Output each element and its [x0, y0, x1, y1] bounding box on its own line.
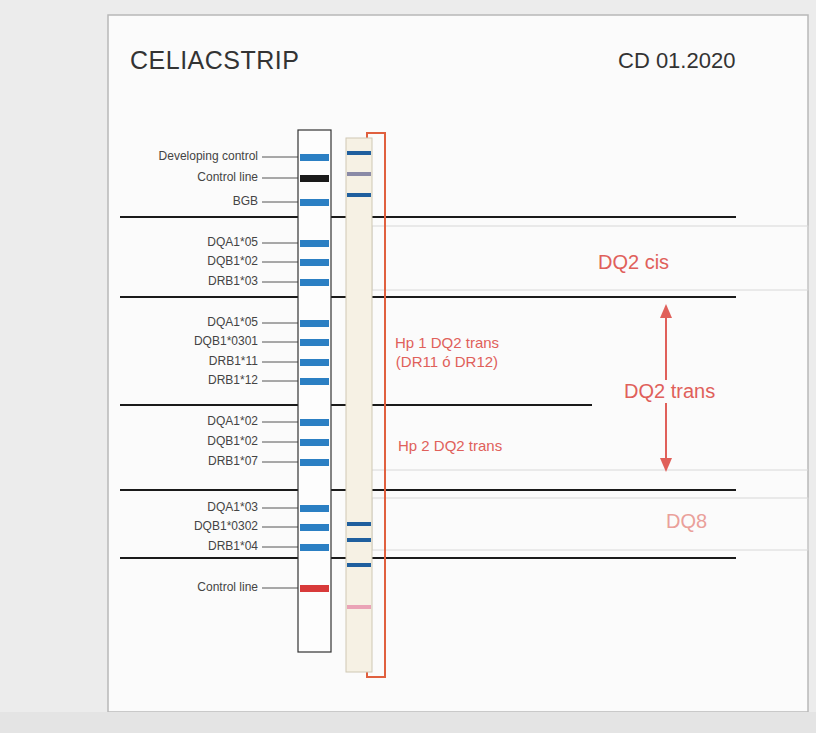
code-label: CD 01.2020	[618, 48, 735, 74]
band-name: DQA1*05	[100, 235, 258, 250]
title: CELIACSTRIP	[130, 46, 299, 75]
leader-lines	[262, 157, 298, 588]
band-name: DQB1*02	[100, 434, 258, 449]
band-name: DQA1*02	[100, 414, 258, 429]
template-outline	[372, 226, 808, 550]
band-name: Developing control	[100, 149, 258, 164]
band-name: BGB	[100, 194, 258, 209]
band-name: DQB1*02	[100, 254, 258, 269]
group-label: DQ8	[666, 510, 707, 533]
test-strip	[346, 138, 372, 672]
band-name: DQB1*0302	[100, 519, 258, 534]
strip-bands	[347, 151, 371, 609]
group-label: DQ2 trans	[622, 380, 717, 403]
band-name: DRB1*04	[100, 539, 258, 554]
band-name: DQA1*05	[100, 315, 258, 330]
table-ground	[0, 712, 816, 733]
reference-control-band	[300, 175, 329, 182]
group-label: DQ2 cis	[598, 251, 669, 274]
band-name: Control line	[100, 580, 258, 595]
band-name: DRB1*12	[100, 373, 258, 388]
band-name: DRB1*07	[100, 454, 258, 469]
group-label: Hp 1 DQ2 trans (DR11 ó DR12)	[386, 333, 508, 371]
band-name: DQA1*03	[100, 500, 258, 515]
band-name: DRB1*11	[100, 354, 258, 369]
reference-control-band	[300, 585, 329, 592]
group-label: Hp 2 DQ2 trans	[398, 437, 502, 454]
band-name: DQB1*0301	[100, 334, 258, 349]
reference-column	[298, 130, 331, 652]
band-name: DRB1*03	[100, 274, 258, 289]
band-name: Control line	[100, 170, 258, 185]
reference-bands	[300, 154, 329, 551]
